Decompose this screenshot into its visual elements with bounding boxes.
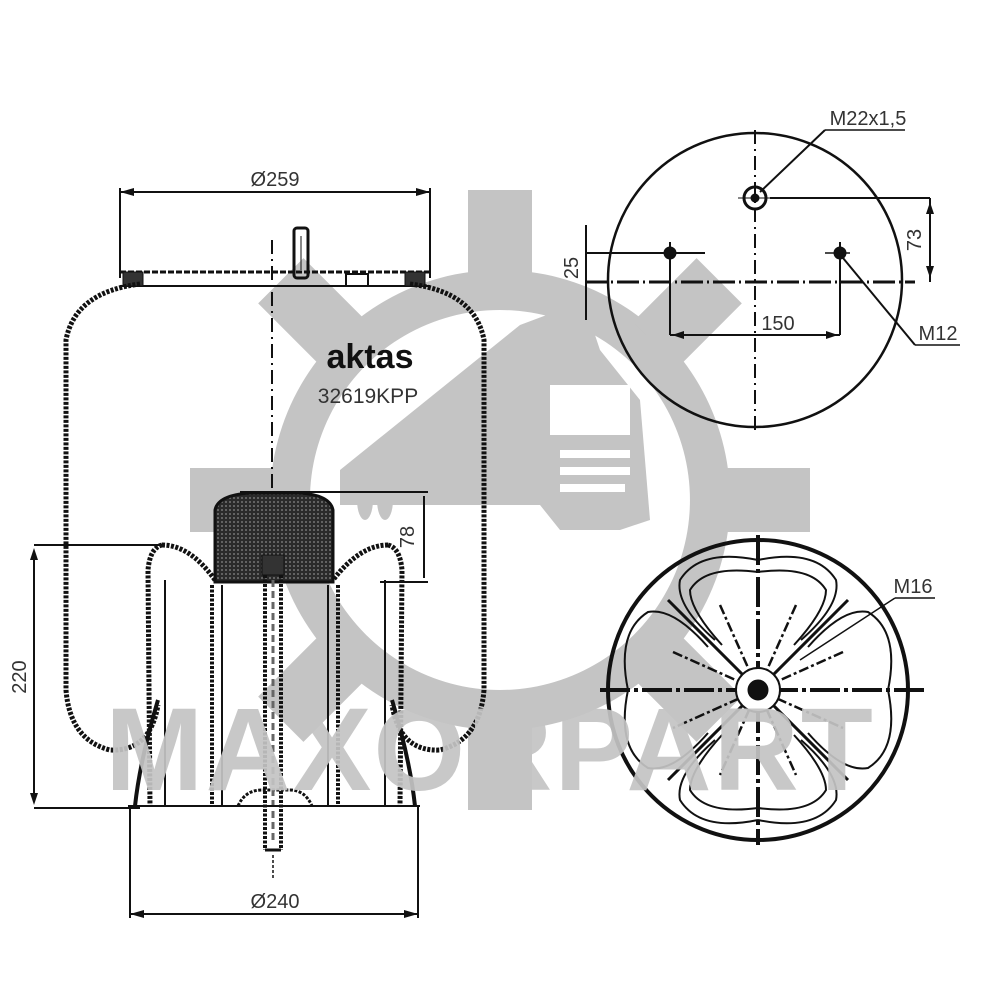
label-m22-thread: M22x1,5	[830, 108, 907, 130]
watermark-truck-icon	[340, 310, 650, 530]
dim-top-diameter: Ø259	[251, 169, 300, 191]
label-m12-thread: M12	[919, 323, 958, 345]
dim-bottom-diameter: Ø240	[251, 891, 300, 913]
dim-height-220: 220	[9, 660, 31, 693]
bottom-view	[600, 535, 935, 845]
label-m16-thread: M16	[894, 576, 933, 598]
dim-height-78: 78	[397, 526, 419, 548]
brand-logo: aktas	[327, 338, 414, 376]
top-view	[585, 129, 960, 432]
side-view	[30, 188, 487, 918]
watermark-text: MAXORPART	[105, 684, 875, 816]
part-number: 32619KPP	[318, 385, 418, 408]
dim-bolt-spacing: 150	[761, 313, 794, 335]
dim-offset-25: 25	[561, 257, 583, 279]
dim-offset-73: 73	[904, 229, 926, 251]
